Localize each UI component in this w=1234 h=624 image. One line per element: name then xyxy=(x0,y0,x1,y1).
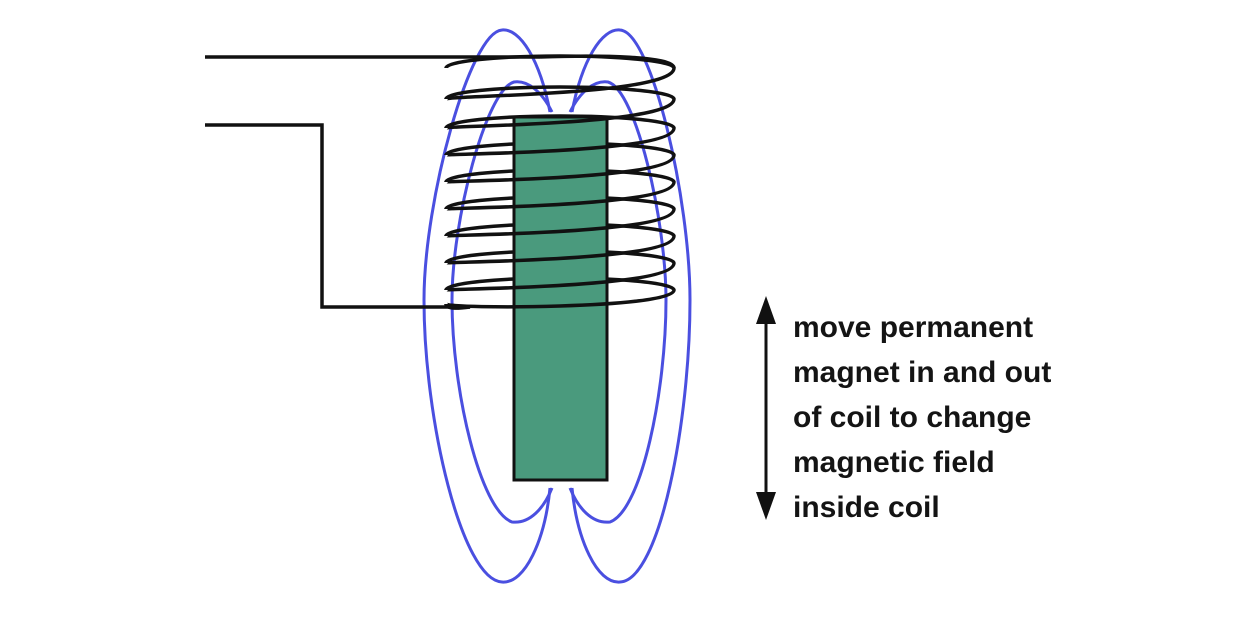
coil-turn-front xyxy=(444,208,676,238)
field-line-right-inner xyxy=(568,80,668,524)
coil-turn-front xyxy=(444,67,676,101)
field-line-right-outer xyxy=(570,28,692,584)
coil-turn-front xyxy=(444,127,676,157)
coil-turn-front xyxy=(444,98,676,130)
permanent-magnet xyxy=(512,115,609,482)
caption-line: move permanent xyxy=(793,311,1034,344)
field-line-left-outer xyxy=(422,28,552,584)
coil-turn-front xyxy=(444,154,676,184)
caption-line: magnetic field xyxy=(793,446,995,479)
caption-line: magnet in and out xyxy=(793,356,1052,389)
lead-wires xyxy=(205,55,540,309)
caption: move permanent magnet in and out of coil… xyxy=(793,305,1213,530)
coil-turn-front xyxy=(444,262,676,292)
magnetic-field-lines xyxy=(422,28,692,584)
double-headed-arrow-icon xyxy=(756,296,776,520)
field-line-left-inner xyxy=(450,80,554,524)
coil-top-loop xyxy=(539,54,676,69)
lead-wire-bottom xyxy=(205,123,470,309)
caption-line: of coil to change xyxy=(793,401,1032,434)
coil-turn-front xyxy=(444,181,676,211)
coil-turn-front xyxy=(444,235,676,265)
caption-line: inside coil xyxy=(793,491,940,524)
coil-turn-back xyxy=(444,85,676,100)
